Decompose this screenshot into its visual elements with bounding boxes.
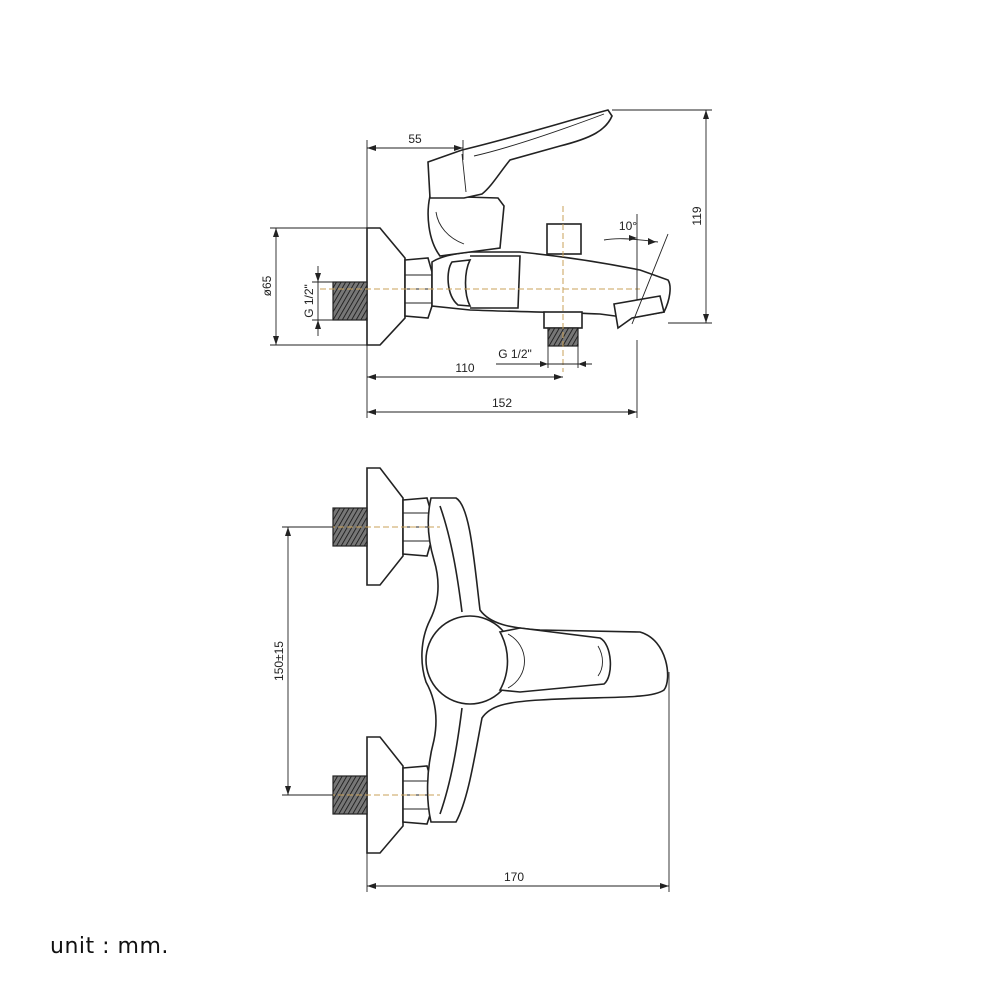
inlet-thread [332,281,368,321]
dim-handle-offset: 55 [408,132,422,146]
lever-handle-top [498,627,612,693]
wall-flange [366,227,406,346]
lever-handle [427,109,613,199]
dim-thread-inlet: G 1/2" [302,284,316,318]
side-view: 55 119 10° ø65 G 1/2" G 1 [260,109,712,418]
dim-thread-outlet: G 1/2" [498,347,532,361]
dim-depth: 152 [492,396,512,410]
hex-nut [404,257,433,319]
cartridge-housing [427,195,505,257]
dim-flange-dia: ø65 [260,275,274,296]
spout-tip [613,295,665,330]
unit-note: unit : mm. [50,934,169,959]
dim-height: 119 [690,206,704,225]
dim-outlet-offset: 110 [455,361,474,375]
dim-width: 170 [504,870,524,884]
dim-spacing: 150±15 [272,641,286,681]
top-view: 150±15 170 [272,467,670,892]
diverter-knob [546,223,582,255]
dim-angle: 10° [619,219,637,233]
